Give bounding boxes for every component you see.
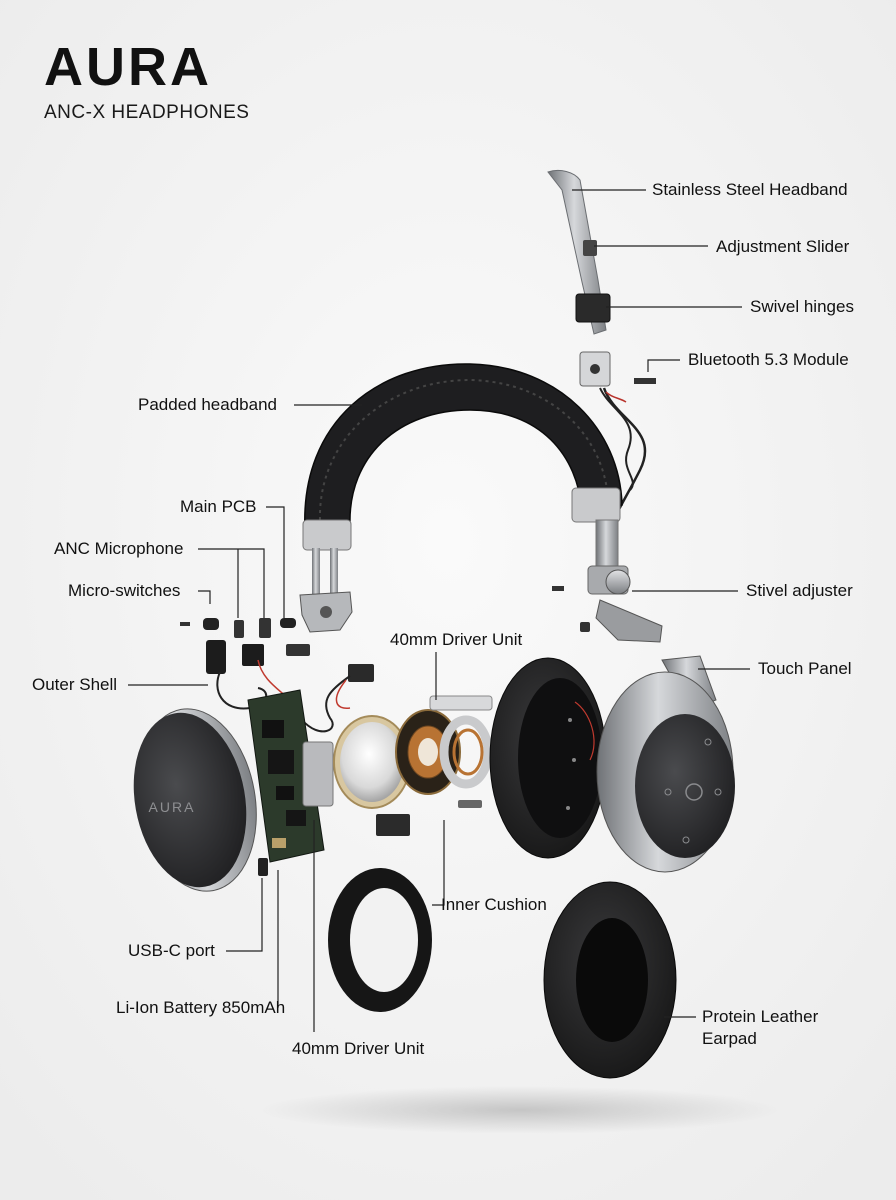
headband-end-cap xyxy=(302,519,352,551)
label-earpad: Protein Leather Earpad xyxy=(702,1006,818,1050)
wire xyxy=(605,391,627,403)
switch-part xyxy=(376,814,410,836)
swivel-hinge-part xyxy=(575,293,611,323)
product-subtitle: ANC-X HEADPHONES xyxy=(44,102,250,123)
main-pcb xyxy=(247,689,334,863)
label-stivel-adjuster: Stivel adjuster xyxy=(746,581,853,600)
wire xyxy=(335,679,351,709)
label-driver-unit-top: 40mm Driver Unit xyxy=(390,630,523,649)
label-earpad-line1: Protein Leather xyxy=(702,1007,819,1026)
battery-part xyxy=(302,741,334,807)
usb-c-port-part xyxy=(258,858,268,876)
stivel-adjuster-part xyxy=(552,519,663,643)
padded-headband xyxy=(302,363,623,551)
label-battery: Li-Ion Battery 850mAh xyxy=(116,998,286,1017)
label-outer-shell: Outer Shell xyxy=(32,675,118,694)
label-usb-c-port: USB-C port xyxy=(128,941,215,960)
label-stainless-steel-headband: Stainless Steel Headband xyxy=(652,180,848,199)
label-bluetooth-module: Bluetooth 5.3 Module xyxy=(688,350,849,369)
driver-unit-front xyxy=(333,715,411,809)
label-main-pcb: Main PCB xyxy=(180,497,257,516)
brand-logo: AURA xyxy=(44,37,212,97)
label-driver-unit-bottom: 40mm Driver Unit xyxy=(292,1039,425,1058)
label-inner-cushion: Inner Cushion xyxy=(441,895,547,914)
right-earcup xyxy=(489,657,607,859)
label-padded-headband: Padded headband xyxy=(138,395,277,414)
outer-shell: AURA xyxy=(133,708,257,892)
label-adjustment-slider: Adjustment Slider xyxy=(716,237,850,256)
adjustment-slider-part xyxy=(583,240,597,256)
leader-lines xyxy=(128,189,750,1032)
label-swivel-hinges: Swivel hinges xyxy=(750,297,854,316)
label-micro-switches: Micro-switches xyxy=(68,581,181,600)
bluetooth-module-part xyxy=(579,351,656,387)
earcup-logo: AURA xyxy=(149,799,196,815)
cable xyxy=(599,387,634,491)
headband-end-cap xyxy=(571,487,621,523)
inner-cushion xyxy=(328,868,432,1012)
screw-part xyxy=(458,800,482,808)
cable xyxy=(301,675,351,733)
driver-unit-rear xyxy=(395,709,461,795)
label-anc-microphone: ANC Microphone xyxy=(54,539,184,558)
floor-shadow xyxy=(260,1086,780,1134)
left-yoke xyxy=(299,548,353,633)
protein-leather-earpad xyxy=(543,881,677,1079)
label-earpad-line2: Earpad xyxy=(702,1029,757,1049)
driver-magnet-ring xyxy=(429,695,493,789)
label-touch-panel: Touch Panel xyxy=(758,659,852,678)
